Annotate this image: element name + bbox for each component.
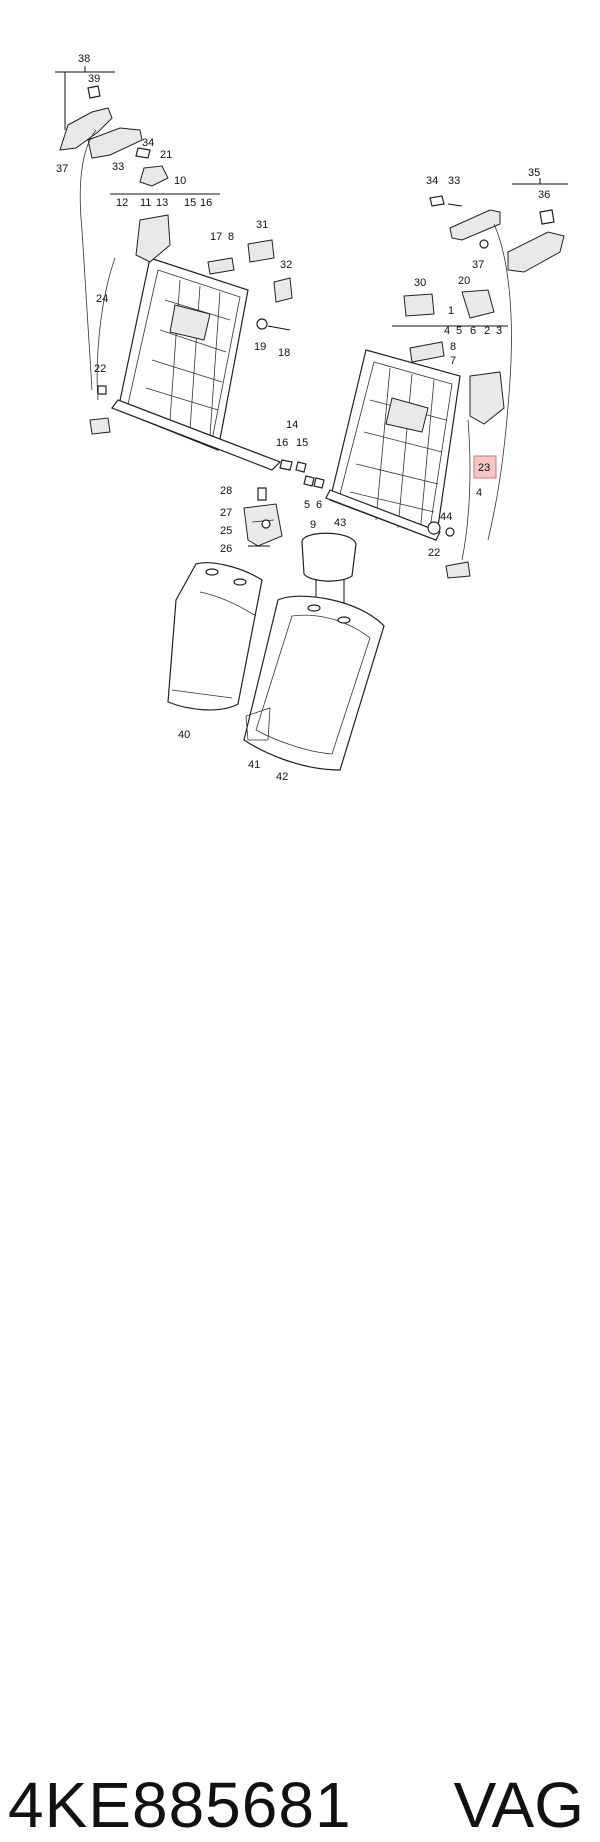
callout-label: 9: [310, 519, 316, 531]
callout-label: 28: [220, 485, 232, 497]
callout-label: 22: [94, 363, 106, 375]
right-seat-release-assembly: [429, 178, 568, 541]
left-frame-small-parts: [97, 239, 325, 489]
callout-label: 4: [444, 325, 450, 337]
callout-label: 43: [334, 517, 346, 529]
callout-label: 36: [538, 189, 550, 201]
seat-back-cushion: [243, 595, 385, 771]
callout-label: 4: [476, 487, 482, 499]
callout-label: 2: [484, 325, 490, 337]
callout-label: 34: [142, 137, 154, 149]
left-seat-release-assembly: [55, 66, 169, 391]
brand-label: VAG: [453, 1769, 584, 1841]
callout-label: 30: [414, 277, 426, 289]
callout-label: 33: [448, 175, 460, 187]
callout-label: 6: [316, 499, 322, 511]
callout-labels: 38 39 37 34 33 21 10 12 11 13 15 16 24 3…: [56, 53, 550, 783]
callout-label: 37: [56, 163, 68, 175]
callout-label: 37: [472, 259, 484, 271]
callout-label: 38: [78, 53, 90, 65]
highlighted-part-box: [473, 455, 497, 479]
callout-label: 32: [280, 259, 292, 271]
left-seat-back-frame: [89, 193, 282, 471]
armrest-cushion: [167, 562, 263, 711]
callout-label: 42: [276, 771, 288, 783]
callout-label: 12: [116, 197, 128, 209]
callout-label: 34: [426, 175, 438, 187]
callout-label: 10: [174, 175, 186, 187]
callout-label: 44: [440, 511, 452, 523]
callout-label: 22: [428, 547, 440, 559]
footer: 4KE885681 VAG: [0, 880, 600, 1841]
callout-label: 8: [228, 231, 234, 243]
callout-label: 16: [200, 197, 212, 209]
callout-label: 11: [140, 197, 151, 209]
callout-label: 27: [220, 507, 232, 519]
callout-label: 31: [256, 219, 268, 231]
callout-label: 5: [456, 325, 462, 337]
headrest: [301, 532, 357, 612]
callout-label: 19: [254, 341, 266, 353]
callout-label: 13: [156, 197, 168, 209]
callout-label: 1: [448, 305, 454, 317]
part-number-label: 4KE885681: [8, 1769, 352, 1841]
callout-label: 6: [470, 325, 476, 337]
callout-label: 3: [496, 325, 502, 337]
right-seat-back-frame: [325, 289, 508, 579]
callout-label: 18: [278, 347, 290, 359]
callout-label: 23: [478, 462, 490, 474]
callout-label: 24: [96, 293, 108, 305]
callout-label: 35: [528, 167, 540, 179]
callout-label: 5: [304, 499, 310, 511]
callout-label: 26: [220, 543, 232, 555]
callout-label: 8: [450, 341, 456, 353]
callout-label: 41: [248, 759, 260, 771]
callout-label: 14: [286, 419, 298, 431]
callout-label: 17: [210, 231, 222, 243]
callout-label: 25: [220, 525, 232, 537]
callout-label: 21: [160, 149, 172, 161]
hinge-bracket: [243, 487, 283, 547]
callout-label: 40: [178, 729, 190, 741]
callout-label: 39: [88, 73, 100, 85]
callout-label: 15: [296, 437, 308, 449]
callout-label: 20: [458, 275, 470, 287]
callout-label: 7: [450, 355, 456, 367]
callout-label: 15: [184, 197, 196, 209]
callout-label: 16: [276, 437, 288, 449]
exploded-parts-diagram: 38 39 37 34 33 21 10 12 11 13 15 16 24 3…: [55, 53, 568, 783]
callout-label: 33: [112, 161, 124, 173]
